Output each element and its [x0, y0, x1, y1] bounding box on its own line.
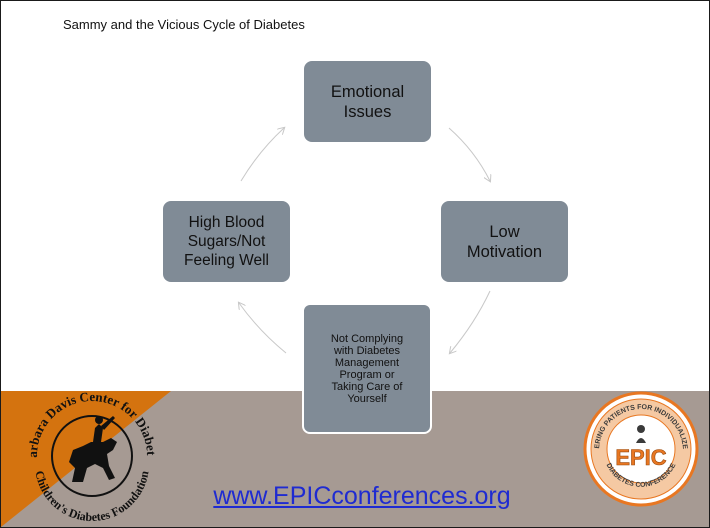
person-icon	[636, 425, 646, 443]
slide-title: Sammy and the Vicious Cycle of Diabetes	[63, 17, 305, 32]
horse-rider-icon	[69, 416, 117, 482]
arrow-highblood-to-emotional	[240, 128, 284, 182]
cycle-node-label: Emotional Issues	[330, 82, 405, 121]
arrow-complying-to-highblood	[239, 303, 287, 354]
footer-url-row: www.EPICconferences.org	[1, 482, 709, 511]
arrow-emotional-to-motivation	[448, 127, 490, 181]
epic-conferences-link[interactable]: www.EPICconferences.org	[213, 482, 511, 510]
cycle-node-label: High Blood Sugars/Not Feeling Well	[183, 214, 269, 269]
cycle-node-high-blood-sugars: High Blood Sugars/Not Feeling Well	[163, 201, 290, 282]
cycle-node-label: Low Motivation	[466, 222, 543, 261]
cycle-node-low-motivation: Low Motivation	[441, 201, 568, 282]
cycle-node-not-complying: Not Complying with Diabetes Management P…	[302, 303, 432, 434]
epic-logo-word: EPIC	[615, 445, 666, 470]
barbara-davis-center-logo: Barbara Davis Center for Diabetes Childr…	[17, 384, 159, 524]
cycle-node-emotional-issues: Emotional Issues	[304, 61, 431, 142]
arrow-motivation-to-complying	[450, 290, 491, 353]
cycle-node-label: Not Complying with Diabetes Management P…	[330, 332, 404, 405]
